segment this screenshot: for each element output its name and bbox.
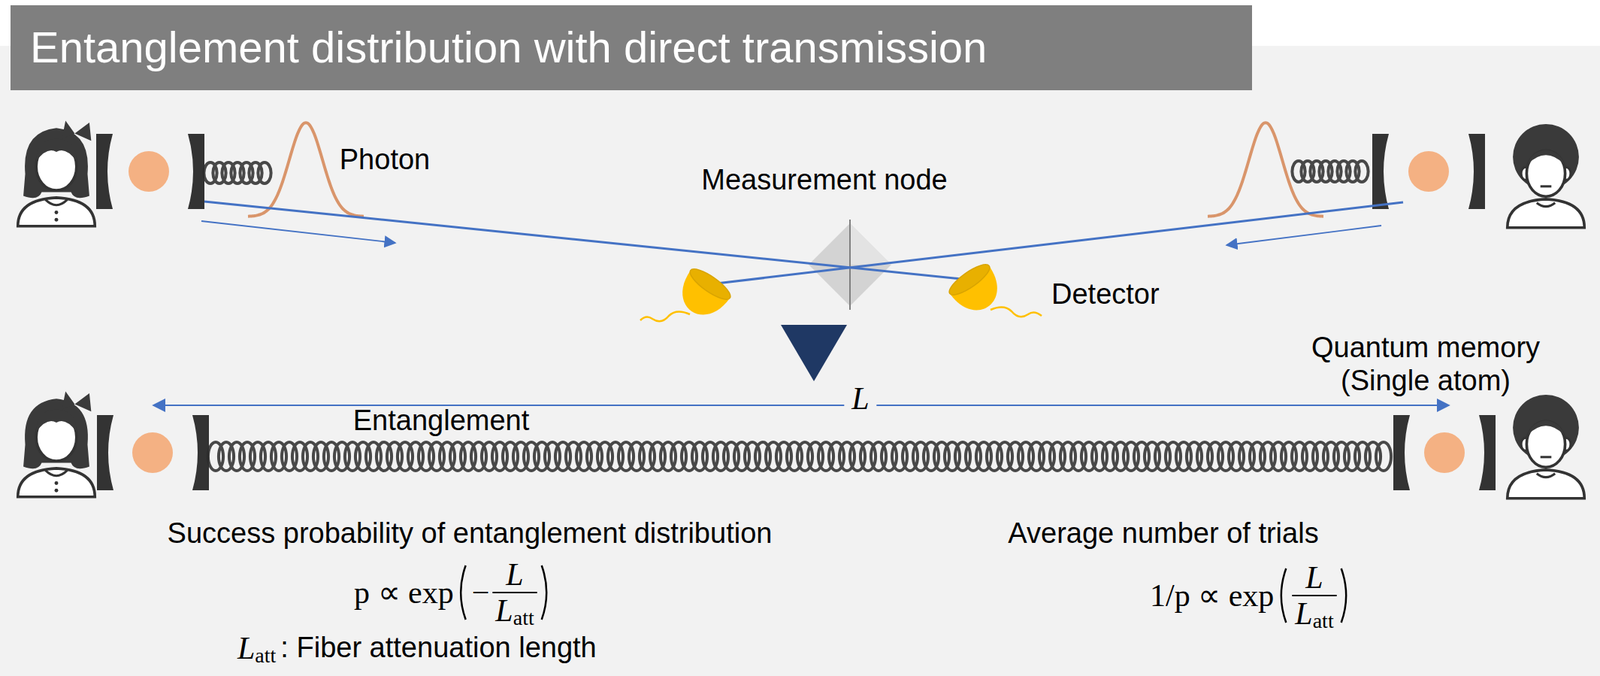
shape-part	[54, 480, 59, 485]
cavity	[1393, 414, 1496, 490]
detector	[945, 259, 1008, 321]
detector-label: Detector	[1051, 278, 1160, 312]
formula-symbol: L	[1294, 595, 1313, 632]
shape-part	[1536, 202, 1555, 207]
mirror	[187, 133, 205, 209]
mirror	[1468, 133, 1486, 209]
heading-text: Average number of trials	[1007, 517, 1319, 551]
formula-text: p ∝ exp	[353, 574, 454, 611]
down-triangle	[780, 324, 847, 382]
mirror	[96, 133, 113, 209]
shape-part	[1507, 469, 1585, 499]
shape-part	[54, 210, 59, 215]
shape-part	[1540, 184, 1552, 188]
cavity	[1372, 133, 1486, 209]
shape-part	[23, 127, 90, 198]
atom	[132, 432, 173, 473]
person-bob	[1507, 124, 1585, 228]
shape-part	[18, 468, 95, 497]
shape-part	[61, 120, 91, 141]
shape-part	[1507, 199, 1585, 228]
formula-subscript: att	[513, 605, 535, 630]
definition-text: : Fiber attenuation length	[280, 631, 596, 665]
person-alice	[18, 120, 95, 226]
distance-label: L	[843, 380, 877, 417]
detector-wire	[640, 311, 690, 321]
mirror	[1479, 414, 1496, 490]
shape-part	[1355, 160, 1368, 182]
atom	[1408, 151, 1449, 192]
memory-label: Quantum memory (Single atom)	[1297, 331, 1554, 397]
shape-part	[945, 259, 994, 300]
shape-part	[45, 199, 67, 205]
mirror	[192, 414, 209, 490]
cavity	[96, 414, 209, 490]
parenthesis	[1281, 568, 1287, 623]
heading-text: Success probability of entanglement dist…	[167, 517, 773, 551]
parenthesis	[541, 565, 548, 620]
fraction-bar	[492, 591, 537, 593]
formula-text: 1/p ∝ exp	[1149, 577, 1274, 614]
entanglement-label: Entanglement	[353, 404, 530, 438]
fiber	[710, 202, 1404, 285]
formula-subscript: att	[1312, 608, 1334, 633]
shape-part	[1376, 441, 1392, 471]
formula-symbol: L	[505, 556, 524, 593]
beam-splitter-facet	[849, 223, 892, 265]
mirror	[96, 414, 114, 490]
shape-part	[54, 217, 59, 222]
parenthesis	[1341, 568, 1347, 623]
mirror	[1393, 414, 1410, 490]
shape-part	[54, 488, 59, 493]
shape-part	[1540, 455, 1552, 458]
background	[0, 45, 1600, 676]
person-alice	[18, 390, 95, 497]
title-bar	[10, 5, 1253, 91]
mirror	[1372, 133, 1389, 209]
formula-text: −	[471, 574, 490, 611]
shape-part	[61, 390, 91, 412]
shape-part	[45, 469, 67, 475]
detector-wire	[990, 306, 1042, 317]
direction-arrow	[201, 220, 396, 243]
direction-arrow	[1226, 225, 1382, 245]
shape-part	[257, 162, 271, 184]
node-label: Measurement node	[701, 163, 947, 197]
detector	[671, 263, 735, 325]
entanglement-chain	[1291, 160, 1368, 182]
shape-part	[18, 197, 95, 227]
formula-symbol: L	[1305, 559, 1323, 596]
shape-part	[1536, 473, 1555, 478]
cavity	[96, 133, 205, 209]
fraction-bar	[1291, 594, 1337, 596]
entanglement-chain	[208, 441, 1392, 471]
person-bob	[1507, 394, 1585, 499]
formula-symbol: L	[237, 629, 255, 666]
shape-part	[23, 398, 90, 469]
atom	[1424, 432, 1465, 473]
photon-pulse	[1207, 122, 1324, 217]
shape-part	[1527, 149, 1565, 165]
formula-symbol: L	[495, 592, 513, 629]
beam-splitter-line	[849, 219, 851, 310]
photon-label: Photon	[339, 143, 430, 177]
parenthesis	[460, 565, 466, 620]
formula-subscript: att	[254, 643, 276, 668]
shape-part	[1527, 420, 1565, 436]
shape-part	[36, 139, 77, 161]
atom	[128, 151, 170, 192]
title: Entanglement distribution with direct tr…	[30, 22, 987, 73]
distance-arrow	[153, 404, 1449, 406]
entanglement-chain	[203, 162, 271, 184]
shape-part	[686, 263, 735, 304]
shape-part	[36, 409, 77, 432]
